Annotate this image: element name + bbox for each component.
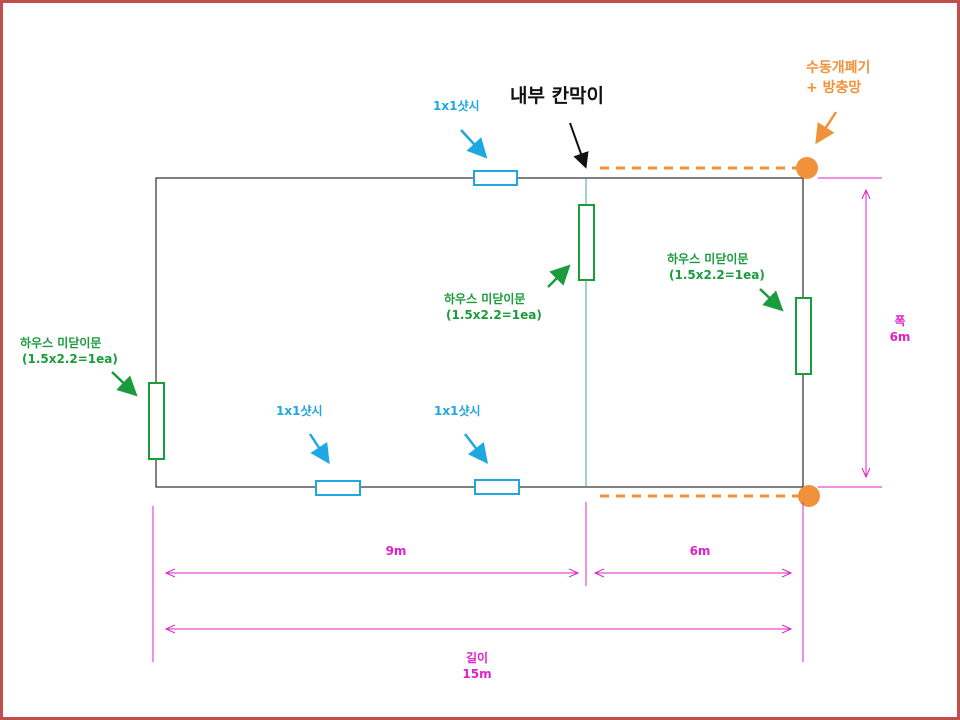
- door-right-label-line1: 하우스 미닫이문: [667, 252, 749, 266]
- door-right-arrow: [759, 288, 784, 312]
- door-right-label: 하우스 미닫이문 (1.5x2.2=1ea): [667, 251, 765, 283]
- manual-vent-label: 수동개폐기 + 방충망: [806, 58, 870, 98]
- door-middle-label-line2: (1.5x2.2=1ea): [446, 308, 542, 322]
- sash-top-arrow: [460, 129, 488, 159]
- sliding-door-left: [148, 382, 165, 460]
- door-left-label: 하우스 미닫이문 (1.5x2.2=1ea): [20, 335, 118, 367]
- vent-bottom-circle: [798, 485, 820, 507]
- door-middle-arrow: [547, 264, 571, 288]
- dim-6m-label: 6m: [689, 544, 711, 558]
- length-value-text: 15m: [462, 667, 492, 681]
- door-left-label-line2: (1.5x2.2=1ea): [22, 352, 118, 366]
- sash-bottom-left-label: 1x1샷시: [276, 404, 323, 418]
- door-left-arrow: [111, 371, 138, 397]
- dim-9m-label: 9m: [385, 544, 407, 558]
- sash-bottom-left-arrow: [308, 433, 330, 465]
- manual-vent-label-line2: + 방충망: [806, 80, 862, 96]
- sash-bottom-right-label: 1x1샷시: [434, 404, 481, 418]
- door-middle-label-line1: 하우스 미닫이문: [444, 292, 526, 306]
- door-right-label-line2: (1.5x2.2=1ea): [669, 268, 765, 282]
- house-outline: [155, 177, 804, 488]
- sash-window-bottom-left: [315, 480, 361, 496]
- width-label-text: 폭: [894, 314, 906, 328]
- partition-label: 내부 칸막이: [510, 85, 605, 107]
- width-dimension-label: 폭 6m: [880, 313, 920, 345]
- sliding-door-middle: [578, 204, 595, 281]
- length-label-text: 길이: [465, 651, 489, 665]
- sash-window-bottom-right: [474, 479, 520, 495]
- sash-window-top: [473, 170, 518, 186]
- partition-arrow: [569, 122, 589, 169]
- door-middle-label: 하우스 미닫이문 (1.5x2.2=1ea): [444, 291, 542, 323]
- sash-bottom-right-arrow: [464, 433, 489, 464]
- sash-top-label: 1x1샷시: [433, 99, 480, 113]
- length-dimension-label: 길이 15m: [452, 650, 502, 682]
- manual-vent-label-line1: 수동개폐기: [806, 60, 871, 76]
- width-value-text: 6m: [889, 330, 911, 344]
- vent-top-circle: [796, 157, 818, 179]
- door-left-label-line1: 하우스 미닫이문: [20, 336, 102, 350]
- sliding-door-right: [795, 297, 812, 375]
- vent-arrow: [815, 111, 838, 145]
